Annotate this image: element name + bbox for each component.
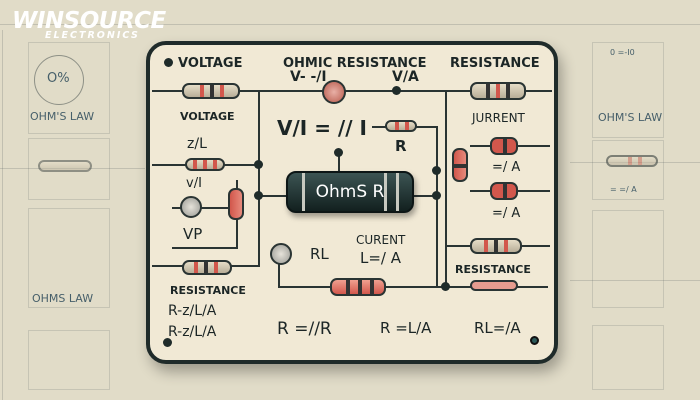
ohms-resistor-component: OhmS R bbox=[286, 171, 414, 213]
wire bbox=[412, 195, 437, 197]
sketch-circle: O% bbox=[34, 55, 84, 105]
ohms-law-label: OHM'S LAW bbox=[598, 111, 663, 124]
resistor bbox=[182, 260, 232, 275]
wire bbox=[258, 90, 260, 266]
formula: v/I bbox=[186, 176, 202, 191]
junction bbox=[441, 282, 450, 291]
ohmic-resistance-title: OHMIC RESISTANCE bbox=[283, 56, 427, 71]
logo-subtitle: ELECTRONICS bbox=[45, 30, 140, 41]
formula: R =//R bbox=[277, 319, 332, 339]
wire bbox=[152, 90, 552, 92]
wire bbox=[445, 90, 447, 290]
junction bbox=[392, 86, 401, 95]
formula: R-z/L/A bbox=[168, 324, 217, 340]
meter-icon bbox=[270, 243, 292, 265]
sketch-resistor bbox=[38, 160, 92, 172]
resistance-label: RESISTANCE bbox=[455, 263, 531, 276]
sketch-box bbox=[28, 208, 110, 308]
current-label: CURENT bbox=[356, 233, 406, 247]
corner-led bbox=[164, 58, 173, 67]
voltage-label: VOLTAGE bbox=[180, 110, 235, 123]
formula: R =L/A bbox=[380, 319, 432, 337]
ohms-law-label: OHM'S LAW bbox=[30, 110, 95, 123]
junction bbox=[334, 148, 343, 157]
grid-line bbox=[0, 168, 145, 169]
resistor bbox=[330, 278, 386, 296]
circle-text: O% bbox=[47, 71, 70, 86]
meter-icon bbox=[180, 196, 202, 218]
logo-brand: WINSOURCE bbox=[12, 8, 166, 34]
voltage-title: VOLTAGE bbox=[178, 56, 243, 71]
resistor bbox=[385, 120, 417, 132]
ohms-law-label: OHMS LAW bbox=[32, 292, 94, 305]
wire bbox=[278, 286, 548, 288]
formula: L=/ A bbox=[360, 249, 402, 267]
resistor bbox=[490, 182, 518, 200]
corner-led bbox=[163, 338, 172, 347]
resistor bbox=[470, 280, 518, 291]
wire bbox=[338, 150, 340, 172]
grid-line bbox=[570, 280, 700, 281]
grid-line bbox=[2, 30, 3, 400]
formula: R-z/L/A bbox=[168, 303, 217, 319]
resistance-label: RESISTANCE bbox=[170, 284, 246, 297]
wire bbox=[278, 260, 280, 288]
junction bbox=[432, 191, 441, 200]
formula: RL bbox=[310, 245, 329, 263]
ohms-law-formula: V/I = // I bbox=[277, 116, 367, 140]
resistance-title: RESISTANCE bbox=[450, 56, 540, 71]
formula: =/ A bbox=[492, 206, 521, 221]
resistor bbox=[452, 148, 468, 182]
wire bbox=[258, 195, 288, 197]
resistor bbox=[182, 83, 240, 99]
sketch-formula: 0 =-I0 bbox=[610, 48, 635, 57]
wire bbox=[172, 247, 238, 249]
formula: RL=/A bbox=[474, 319, 521, 337]
sketch-box bbox=[592, 42, 664, 138]
resistor bbox=[228, 188, 244, 220]
junction bbox=[432, 166, 441, 175]
formula: =/ A bbox=[492, 160, 521, 175]
current-label: JURRENT bbox=[472, 111, 525, 125]
formula: z/L bbox=[187, 136, 207, 152]
grid-line bbox=[0, 24, 700, 25]
wire bbox=[436, 126, 438, 286]
resistor bbox=[470, 82, 526, 100]
junction bbox=[254, 160, 263, 169]
sketch-box bbox=[592, 325, 664, 390]
component-label: OhmS R bbox=[315, 182, 385, 202]
sketch-box bbox=[28, 330, 110, 390]
resistor bbox=[490, 137, 518, 155]
wire bbox=[172, 207, 238, 209]
formula: V/A bbox=[392, 69, 419, 85]
junction bbox=[254, 191, 263, 200]
sketch-box bbox=[28, 42, 110, 134]
gauge-icon bbox=[322, 80, 346, 104]
sketch-formula: = =/ A bbox=[610, 185, 637, 194]
sketch-resistor bbox=[606, 155, 658, 167]
formula: R bbox=[395, 137, 407, 155]
formula: V- -/I bbox=[290, 69, 327, 85]
sketch-box bbox=[592, 210, 664, 308]
formula: VP bbox=[183, 225, 203, 243]
corner-led bbox=[530, 336, 539, 345]
sketch-box bbox=[592, 140, 664, 200]
sketch-box bbox=[28, 138, 110, 200]
resistor bbox=[470, 238, 522, 254]
resistor bbox=[185, 158, 225, 171]
